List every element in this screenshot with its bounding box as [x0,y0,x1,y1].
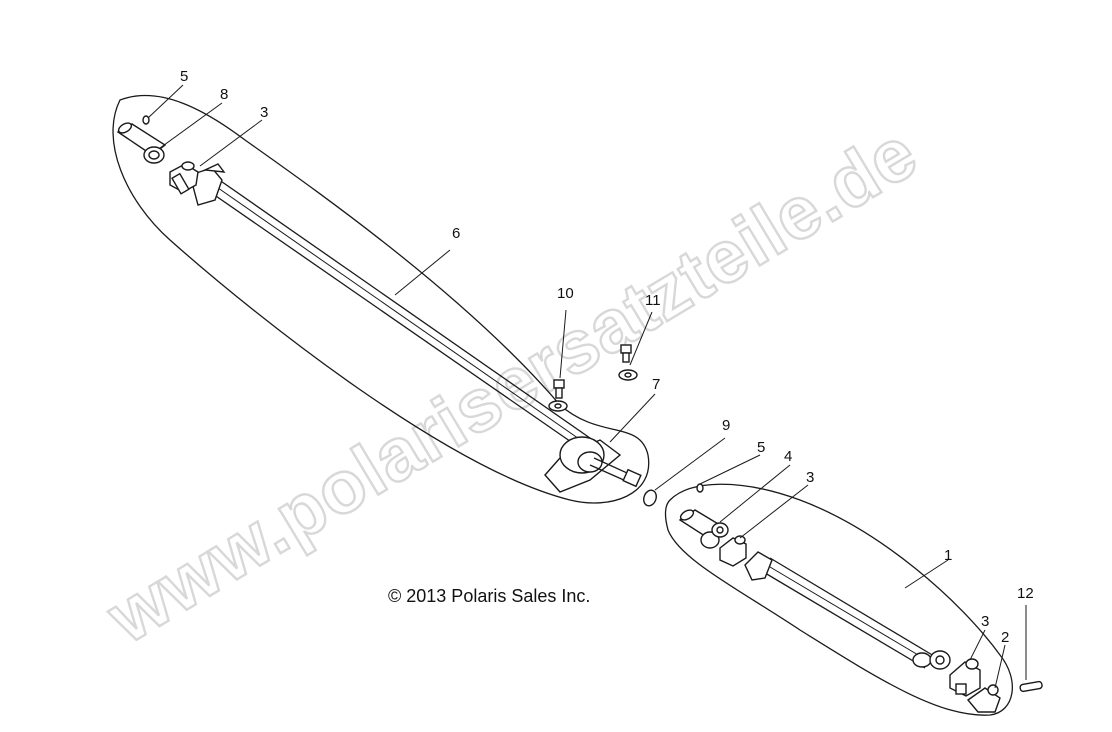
drive-shaft-tube-1 [759,557,935,669]
lower-assembly-outline [664,483,1013,716]
snap-ring-9 [643,489,657,507]
front-yoke-end [189,163,226,206]
seal-ring-8 [143,146,165,164]
copyright-text: © 2013 Polaris Sales Inc. [388,586,590,606]
callout-8: 8 [220,86,228,103]
callout-4: 4 [784,448,792,465]
shaft-1-yoke-left [744,551,773,581]
carrier-bearing-7 [544,436,642,493]
leader-lines [147,84,1027,689]
callout-5-lower: 5 [757,439,765,456]
grease-fitting-upper [142,115,150,125]
callout-7: 7 [652,376,660,393]
upper-assembly-outline [112,94,650,504]
washer-11 [618,369,638,381]
callout-10: 10 [557,285,574,302]
bolt-11 [620,344,632,363]
bolt-10 [553,379,565,399]
washer-10 [548,400,568,412]
roll-pin-12 [1019,680,1043,693]
grease-fitting-lower [696,483,704,493]
u-joint-cross-lower-left [719,535,747,567]
callout-3-middle: 3 [806,469,814,486]
callout-6: 6 [452,225,460,242]
callout-3-upper: 3 [260,104,268,121]
callout-2: 2 [1001,629,1009,646]
callout-11: 11 [645,292,661,309]
callout-5-upper: 5 [180,68,188,85]
callout-9: 9 [722,417,730,434]
u-joint-cross-lower-right [949,658,981,697]
yoke-4 [700,522,729,549]
drive-shaft-tube-6 [199,176,601,456]
callout-12: 12 [1017,585,1034,602]
callout-3-lower: 3 [981,613,989,630]
callout-1: 1 [944,547,952,564]
u-joint-cross-upper [169,161,199,195]
shaft-1-yoke-right [912,650,951,670]
